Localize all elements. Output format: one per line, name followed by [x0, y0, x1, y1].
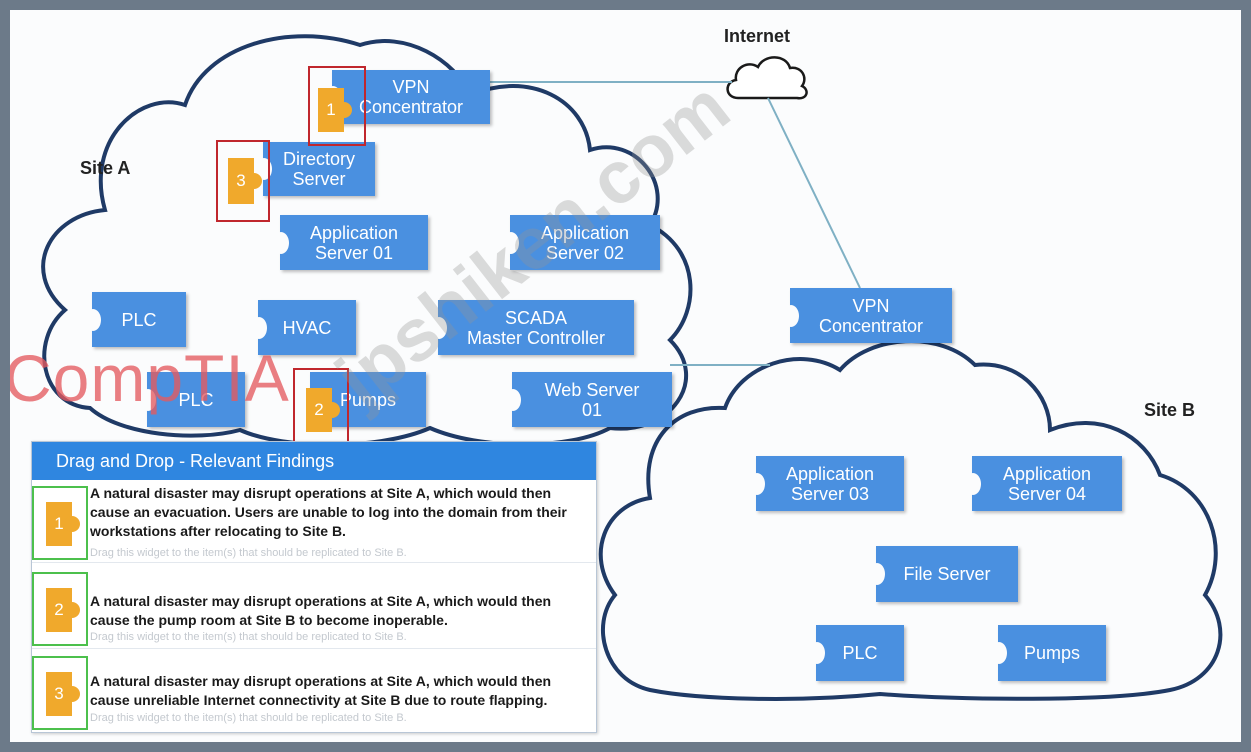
site-b-vpn-concentrator[interactable]: VPN Concentrator [783, 288, 952, 343]
site-a-scada-master-controller[interactable]: SCADA Master Controller [431, 300, 634, 355]
site-a-plc-lower[interactable]: PLC [140, 372, 245, 427]
site-a-hvac[interactable]: HVAC [251, 300, 356, 355]
brand-watermark: CompTIA [10, 341, 290, 415]
placed-badge-3[interactable]: 3 [228, 158, 262, 204]
site-a-label: Site A [80, 158, 131, 178]
placed-badge-1[interactable]: 1 [318, 88, 352, 132]
finding-hint: Drag this widget to the item(s) that sho… [90, 631, 407, 643]
site-a-application-server-02[interactable]: Application Server 02 [503, 215, 660, 270]
site-b-label: Site B [1144, 400, 1196, 420]
link-internet-vpn-b [767, 97, 861, 289]
internet-cloud-icon [726, 56, 808, 100]
site-a-cloud [41, 34, 693, 447]
draggable-widget-1[interactable]: 1 [32, 486, 88, 560]
badge-1-icon: 1 [46, 502, 80, 546]
site-b-plc[interactable]: PLC [809, 625, 904, 681]
network-diagram [41, 34, 1223, 701]
finding-hint: Drag this widget to the item(s) that sho… [90, 712, 407, 724]
placed-badge-2[interactable]: 2 [306, 388, 340, 432]
site-b-pumps[interactable]: Pumps [991, 625, 1106, 681]
panel-title: Drag and Drop - Relevant Findings [32, 442, 596, 480]
finding-text: A natural disaster may disrupt operation… [90, 673, 552, 708]
badge-2-icon: 2 [46, 588, 80, 632]
relevant-findings-panel: Drag and Drop - Relevant Findings 1 A na… [31, 441, 597, 733]
site-a-directory-server[interactable]: Directory Server [256, 142, 375, 196]
site-b-application-server-04[interactable]: Application Server 04 [965, 456, 1122, 511]
finding-3: 3 A natural disaster may disrupt operati… [32, 650, 596, 732]
draggable-widget-3[interactable]: 3 [32, 656, 88, 730]
finding-text: A natural disaster may disrupt operation… [90, 485, 567, 539]
diagram-canvas: Site A Internet Site B VPN Concentrator … [10, 10, 1241, 742]
site-b-file-server[interactable]: File Server [869, 546, 1018, 602]
internet-label: Internet [724, 26, 791, 46]
placed-badge-highlight [216, 140, 270, 222]
placed-badge-highlight [308, 66, 366, 146]
site-a-web-server-01[interactable]: Web Server 01 [505, 372, 672, 427]
site-a-application-server-01[interactable]: Application Server 01 [273, 215, 428, 270]
finding-hint: Drag this widget to the item(s) that sho… [90, 547, 407, 559]
site-a-plc-upper[interactable]: PLC [85, 292, 186, 347]
finding-text: A natural disaster may disrupt operation… [90, 593, 552, 628]
badge-3-icon: 3 [46, 672, 80, 716]
finding-2: 2 A natural disaster may disrupt operati… [32, 566, 596, 649]
site-b-cloud [598, 339, 1223, 701]
finding-1: 1 A natural disaster may disrupt operati… [32, 480, 596, 563]
draggable-widget-2[interactable]: 2 [32, 572, 88, 646]
site-b-application-server-03[interactable]: Application Server 03 [749, 456, 904, 511]
